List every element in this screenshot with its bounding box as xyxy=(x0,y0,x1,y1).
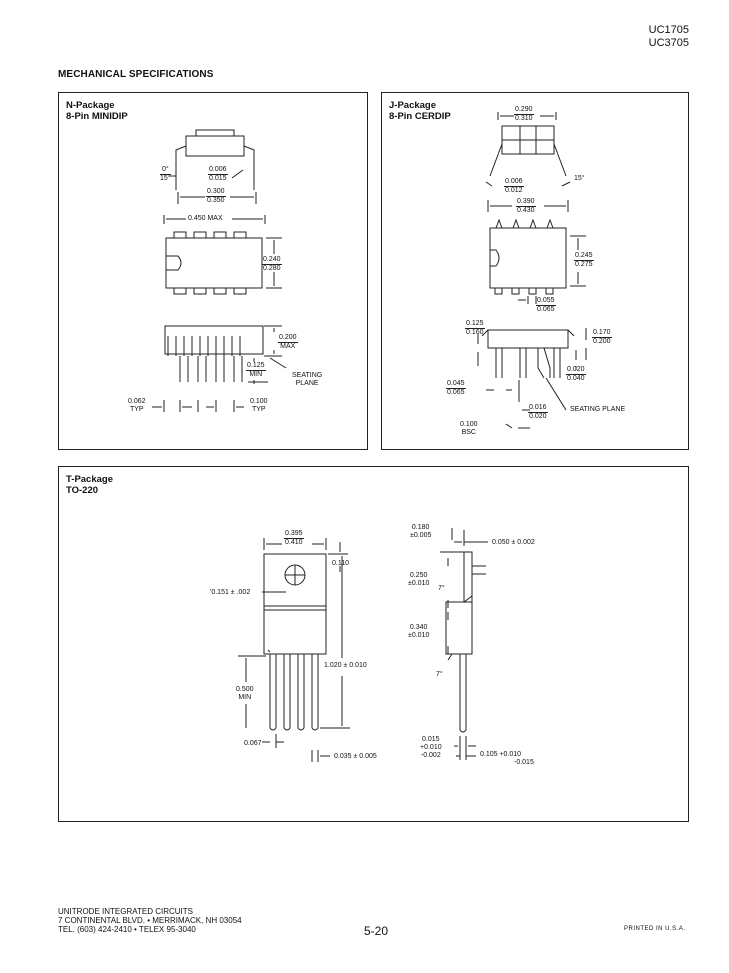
j-package-label: J-Package 8-Pin CERDIP xyxy=(389,100,451,122)
n-seating-plane-label: SEATING PLANE xyxy=(292,372,323,387)
j-angle-dim: 15° xyxy=(574,175,585,182)
printed-in-label: PRINTED IN U.S.A. xyxy=(624,926,686,932)
t-package-panel: T-Package TO-220 xyxy=(58,466,689,822)
page-number: 5-20 xyxy=(364,924,389,938)
n-package-label: N-Package 8-Pin MINIDIP xyxy=(66,100,128,122)
t-bend-top-dim: 0.250 ±0.010 xyxy=(408,572,430,587)
j-seating-plane-label: SEATING PLANE xyxy=(570,406,626,413)
t-angle-1-dim: 7° xyxy=(438,585,445,592)
t-lead-width-dim: 0.067 xyxy=(244,740,262,747)
page-title: MECHANICAL SPECIFICATIONS xyxy=(58,69,214,80)
company-address: UNITRODE INTEGRATED CIRCUITS 7 CONTINENT… xyxy=(58,907,242,934)
n-lead-width-dim: 0.062 TYP xyxy=(128,398,146,413)
n-pitch-dim: 0.100 TYP xyxy=(250,398,268,413)
n-package-panel: N-Package 8-Pin MINIDIP xyxy=(58,92,368,450)
t-angle-2-dim: 7° xyxy=(436,671,443,678)
t-tab-thickness-dim: 0.050 ± 0.002 xyxy=(492,539,535,546)
t-package-label: T-Package TO-220 xyxy=(66,474,113,496)
part-numbers: UC1705 UC3705 xyxy=(649,24,689,50)
t-hole-diameter-dim: '0.151 ± .002 xyxy=(210,589,251,596)
t-lead-offset-dim: 0.015 +0.010 -0.002 xyxy=(420,736,442,759)
n-angle-dim: 0°15° xyxy=(160,166,171,182)
part-number-1: UC1705 xyxy=(648,24,689,36)
t-lead-spacing-dim: 0.105 +0.010 -0.015 xyxy=(480,751,534,766)
j-package-panel: J-Package 8-Pin CERDIP xyxy=(381,92,689,450)
n-length-max-dim: 0.450 MAX xyxy=(188,215,223,222)
t-body-length-dim: 0.340 ±0.010 xyxy=(408,624,430,639)
part-number-2: UC3705 xyxy=(648,37,689,49)
t-overall-length-dim: 1.020 ± 0.010 xyxy=(324,662,367,669)
j-pitch-dim: 0.100 BSC xyxy=(460,421,478,436)
t-lead-thickness-dim: 0.035 ± 0.005 xyxy=(334,753,377,760)
t-lead-min-dim: 0.500 MIN xyxy=(236,686,254,701)
t-hole-to-top-dim: 0.110 xyxy=(332,560,349,567)
t-depth-dim: 0.180 ±0.005 xyxy=(410,524,432,539)
